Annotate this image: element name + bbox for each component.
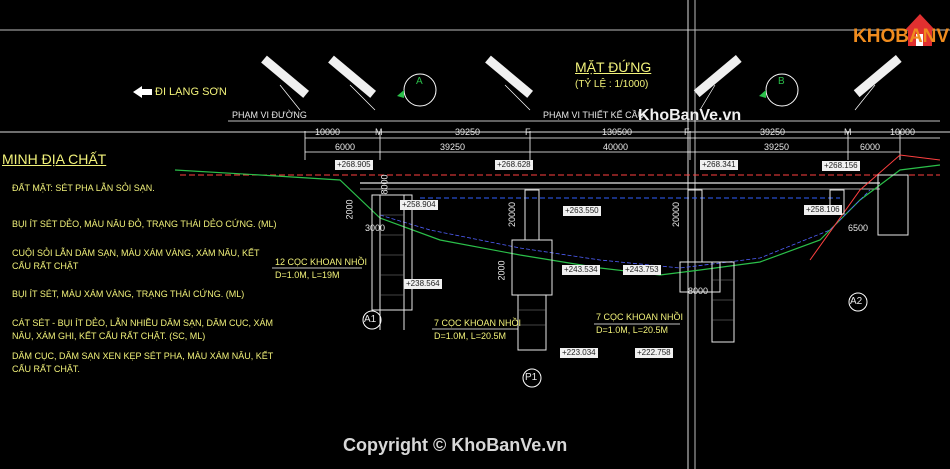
elevation-label: +243.534 [562, 265, 600, 275]
dim-mark-5: M [844, 127, 852, 137]
dim-mark-3: F [684, 127, 690, 137]
abutment-a2-body [877, 174, 909, 236]
right-slope-line [809, 154, 941, 261]
drawing-title: MẶT ĐỨNG [575, 59, 652, 75]
axis-tag [693, 54, 742, 98]
dim-vertical-2: 20000 [507, 201, 518, 228]
abutment-a1-body [371, 194, 413, 311]
support-p1-label: P1 [525, 372, 538, 383]
elevation-label: +268.628 [495, 160, 533, 170]
drawing-scale: (TỶ LỆ : 1/1000) [575, 79, 649, 90]
pier-right-pile-count: 7 CỌC KHOAN NHỒI [596, 312, 684, 322]
elevation-label: +223.034 [560, 348, 598, 358]
axis-tag [261, 55, 310, 98]
dim-second-2: 40000 [603, 142, 629, 152]
elevation-label: +268.341 [700, 160, 738, 170]
geology-line [379, 189, 871, 269]
axis-tag [328, 55, 377, 98]
elevation-label: +268.905 [335, 160, 373, 170]
dim-small-0: 3000 [365, 223, 386, 233]
dim-top-3: 39250 [760, 127, 786, 137]
direction-label: ĐI LẠNG SƠN [155, 86, 227, 98]
pier-left-pile-count: 7 CỌC KHOAN NHỒI [434, 318, 522, 328]
elevation-label: +222.758 [635, 348, 673, 358]
geology-layer: DĂM CỤC, DĂM SẠN XEN KẸP SÉT PHA, MÀU XÁ… [12, 351, 274, 361]
geology-layer: CẤU RẤT CHẶT [12, 261, 79, 271]
geology-layer: CUỘI SỎI LẪN DĂM SẠN, MÀU XÁM VÀNG, XÁM … [12, 248, 260, 258]
elevation-label: +268.156 [822, 161, 860, 171]
brand-logo: KHOBANVE [853, 26, 950, 47]
dim-small-1: 6500 [848, 223, 869, 233]
pier-right-pile-spec: D=1.0M, L=20.5M [596, 325, 669, 335]
pier-p2-cap [679, 261, 721, 293]
geology-layer: ĐẤT MẶT: SÉT PHA LẪN SỎI SẠN. [12, 183, 155, 193]
dim-second-3: 39250 [764, 142, 790, 152]
axis-a-label: A [416, 76, 423, 87]
dim-second-1: 39250 [440, 142, 466, 152]
axis-tag [485, 55, 534, 98]
dim-vertical-0: 2000 [344, 199, 355, 220]
geology-layer: BỤI ÍT SÉT DẺO, MÀU NÂU ĐỎ, TRẠNG THÁI D… [12, 219, 277, 229]
pier-left-pile-spec: D=1.0M, L=20.5M [434, 331, 507, 341]
arrow-left-icon [133, 86, 152, 98]
watermark-mid: KhoBanVe.vn [638, 107, 742, 124]
geology-layer: CẤU RẤT CHẶT. [12, 364, 80, 374]
dim-mark-2: F [525, 127, 531, 137]
elevation-label: +258.106 [804, 205, 842, 215]
dim-top-4: 10000 [890, 127, 916, 137]
geology-layer: NÂU, XÁM GHI, KẾT CẤU RẤT CHẶT. (SC, ML) [12, 331, 206, 341]
pier-p1-cap [511, 239, 553, 296]
dim-top-1: 39250 [455, 127, 481, 137]
dim-vertical-3: 20000 [671, 201, 682, 228]
axis-b-label: B [778, 76, 785, 87]
dim-mark-0: M [375, 127, 383, 137]
geology-header: MINH ĐỊA CHẤT [2, 151, 107, 167]
bridge-range-label: PHẠM VI THIẾT KẾ CẦU [543, 110, 645, 120]
dim-top-0: 10000 [315, 127, 341, 137]
geology-layer: CÁT SÉT - BỤI ÍT DẺO, LẪN NHIỀU DĂM SẠN,… [12, 318, 274, 328]
pier-p2-piles [711, 261, 735, 343]
house-logo-icon [905, 14, 935, 46]
abutment-pile-spec: D=1.0M, L=19M [275, 270, 340, 280]
support-circle-p1 [522, 368, 542, 388]
support-a2-label: A2 [850, 296, 863, 307]
geology-layer: BỤI ÍT SÉT, MÀU XÁM VÀNG, TRẠNG THÁI CỨN… [12, 289, 245, 299]
dim-top-2: 130500 [602, 127, 633, 137]
abutment-pile-count: 12 CỌC KHOAN NHỒI [275, 257, 368, 267]
support-circle-a1 [362, 310, 382, 330]
elevation-label: +238.564 [404, 279, 442, 289]
pier-p1-piles [517, 294, 547, 351]
dim-vertical-5: 2000 [496, 260, 507, 281]
dim-second-4: 6000 [860, 142, 881, 152]
support-circle-a2 [848, 292, 868, 312]
elevation-label: +263.550 [563, 206, 601, 216]
elevation-label: +243.753 [623, 265, 661, 275]
road-range-label: PHẠM VI ĐƯỜNG [232, 110, 307, 120]
dim-vertical-6: 8000 [688, 286, 709, 296]
elevation-label: +258.904 [400, 200, 438, 210]
axis-tag [853, 54, 902, 98]
dim-vertical-4: 8000 [379, 174, 390, 195]
copyright-text: Copyright © KhoBanVe.vn [343, 435, 568, 455]
support-a1-label: A1 [364, 314, 377, 325]
dim-second-0: 6000 [335, 142, 356, 152]
